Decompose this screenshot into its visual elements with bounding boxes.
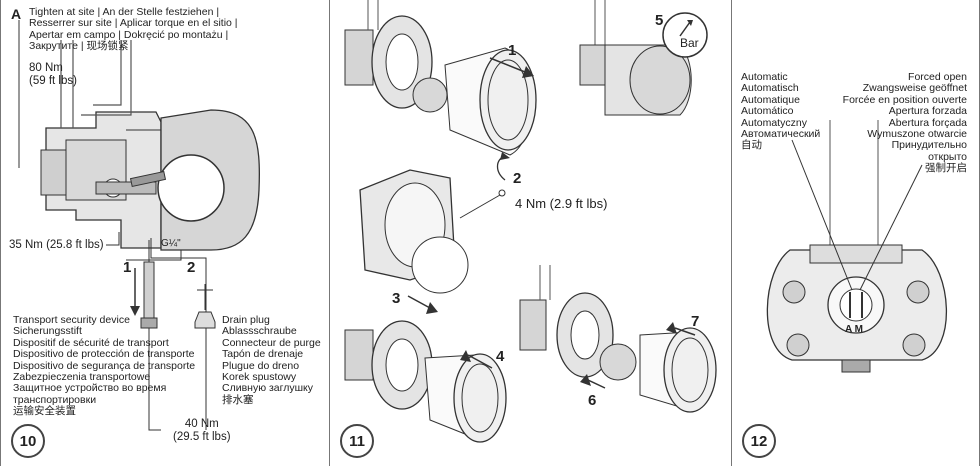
step-number-2: 2 xyxy=(187,259,196,276)
automatic-line: 自动 xyxy=(741,139,762,152)
filter-replacement-drawing xyxy=(344,0,717,443)
valve-assembly-bottom-left xyxy=(344,320,507,443)
forced-line: Abertura forçada xyxy=(888,116,967,129)
automatic-mode-text: Automatic Automatisch Automatique Automá… xyxy=(741,71,821,152)
forced-line: Apertura forzada xyxy=(888,105,967,118)
transport-security-device-text: Transport security device Sicherungsstif… xyxy=(13,314,196,418)
step-number-3: 3 xyxy=(392,290,401,307)
valve-assembly-top-right xyxy=(579,0,692,116)
torque-top-nm: 80 Nm xyxy=(29,62,63,74)
torque-left-label: 35 Nm (25.8 ft lbs) xyxy=(9,239,104,251)
forced-line: Forcée en position ouverte xyxy=(842,93,967,106)
forced-line: Принудительно xyxy=(891,139,967,152)
transport-line: Transport security device xyxy=(13,314,130,326)
forced-line: открыто xyxy=(928,150,967,163)
automatic-line: Automatyczny xyxy=(741,116,807,129)
transport-line: Защитное устройство во время xyxy=(13,382,167,395)
gauge-unit-label: Bar xyxy=(680,36,699,50)
thread-size-label: G¼" xyxy=(161,238,181,249)
torque-bottom-lbs: (29.5 ft lbs) xyxy=(173,430,231,443)
tighten-line: Закрутите | 现场锁紧 xyxy=(29,40,129,53)
drain-line: Drain plug xyxy=(222,314,270,326)
drain-line: Korek spustowy xyxy=(222,371,297,384)
panel-11: 1 2 4 Nm (2.9 ft lbs) 3 4 5 Bar 6 7 11 xyxy=(330,0,732,466)
step-number-6: 6 xyxy=(588,392,597,409)
valve-assembly-top-left xyxy=(344,0,537,156)
panel-12: Automatic Automatisch Automatique Automá… xyxy=(732,0,980,466)
figure-number-badge: 11 xyxy=(340,424,374,458)
drain-line: Tapón de drenaje xyxy=(222,348,304,361)
panel-10: A Tighten at site | An der Stelle festzi… xyxy=(0,0,330,466)
forced-line: Zwangsweise geöffnet xyxy=(862,82,967,95)
forced-line: 强制开启 xyxy=(925,162,967,175)
tighten-at-site-text: Tighten at site | An der Stelle festzieh… xyxy=(29,6,238,53)
transport-line: Dispositivo de protección de transporte xyxy=(13,348,195,361)
torque-bottom-label: 40 Nm (29.5 ft lbs) xyxy=(173,418,231,443)
forced-line: Wymuszone otwarcie xyxy=(867,128,967,141)
automatic-line: Automático xyxy=(741,105,794,118)
torque-top-label: 80 Nm (59 ft lbs) xyxy=(29,62,77,87)
forced-open-text: Forced open Zwangsweise geöffnet Forcée … xyxy=(842,71,967,175)
valve-assembly-bottom-right xyxy=(519,265,717,413)
transport-line: Zabezpieczenia transportowe xyxy=(13,371,151,384)
manual-override-drawing xyxy=(766,120,948,373)
valve-assembly-middle xyxy=(359,169,506,294)
transport-line: 运输安全装置 xyxy=(13,405,76,418)
tighten-line: Apertar em campo | Dokręcić po montażu | xyxy=(29,28,229,41)
transport-line: Dispositif de sécurité de transport xyxy=(13,336,169,349)
torque-top-lbs: (59 ft lbs) xyxy=(29,74,77,87)
valve-cross-section-drawing xyxy=(18,20,260,431)
drain-line: Ablassschraube xyxy=(222,325,297,338)
step-number-1: 1 xyxy=(508,42,517,59)
automatic-line: Automatic xyxy=(741,71,788,83)
drain-plug-text: Drain plug Ablassschraube Connecteur de … xyxy=(222,314,321,406)
automatic-line: Automatique xyxy=(741,93,800,106)
step-number-1: 1 xyxy=(123,259,132,276)
figure-number-badge: 12 xyxy=(742,424,776,458)
torque-bottom-nm: 40 Nm xyxy=(184,418,219,430)
dial-mode-label: A M xyxy=(845,324,863,335)
tighten-line: Resserrer sur site | Aplicar torque en e… xyxy=(29,17,238,30)
drain-line: Connecteur de purge xyxy=(222,336,321,349)
drain-line: Plugue do dreno xyxy=(222,359,300,372)
pressure-gauge-icon xyxy=(662,12,708,58)
step-number-2: 2 xyxy=(513,170,522,187)
step-number-4: 4 xyxy=(496,348,505,365)
forced-line: Forced open xyxy=(908,71,967,83)
transport-line: Sicherungsstift xyxy=(13,325,82,338)
automatic-line: Automatisch xyxy=(741,82,799,95)
step-number-7: 7 xyxy=(691,313,700,330)
callout-letter-a: A xyxy=(11,6,22,22)
drain-line: 排水塞 xyxy=(222,393,254,406)
step-number-5: 5 xyxy=(655,12,664,29)
torque-label: 4 Nm (2.9 ft lbs) xyxy=(515,196,608,211)
transport-line: транспортировки xyxy=(13,393,97,406)
transport-line: Dispositivo de segurança de transporte xyxy=(13,359,196,372)
drain-line: Сливную заглушку xyxy=(222,382,314,395)
figure-number-badge: 10 xyxy=(11,424,45,458)
tighten-line: Tighten at site | An der Stelle festzieh… xyxy=(29,6,220,18)
automatic-line: Автоматический xyxy=(741,128,821,141)
